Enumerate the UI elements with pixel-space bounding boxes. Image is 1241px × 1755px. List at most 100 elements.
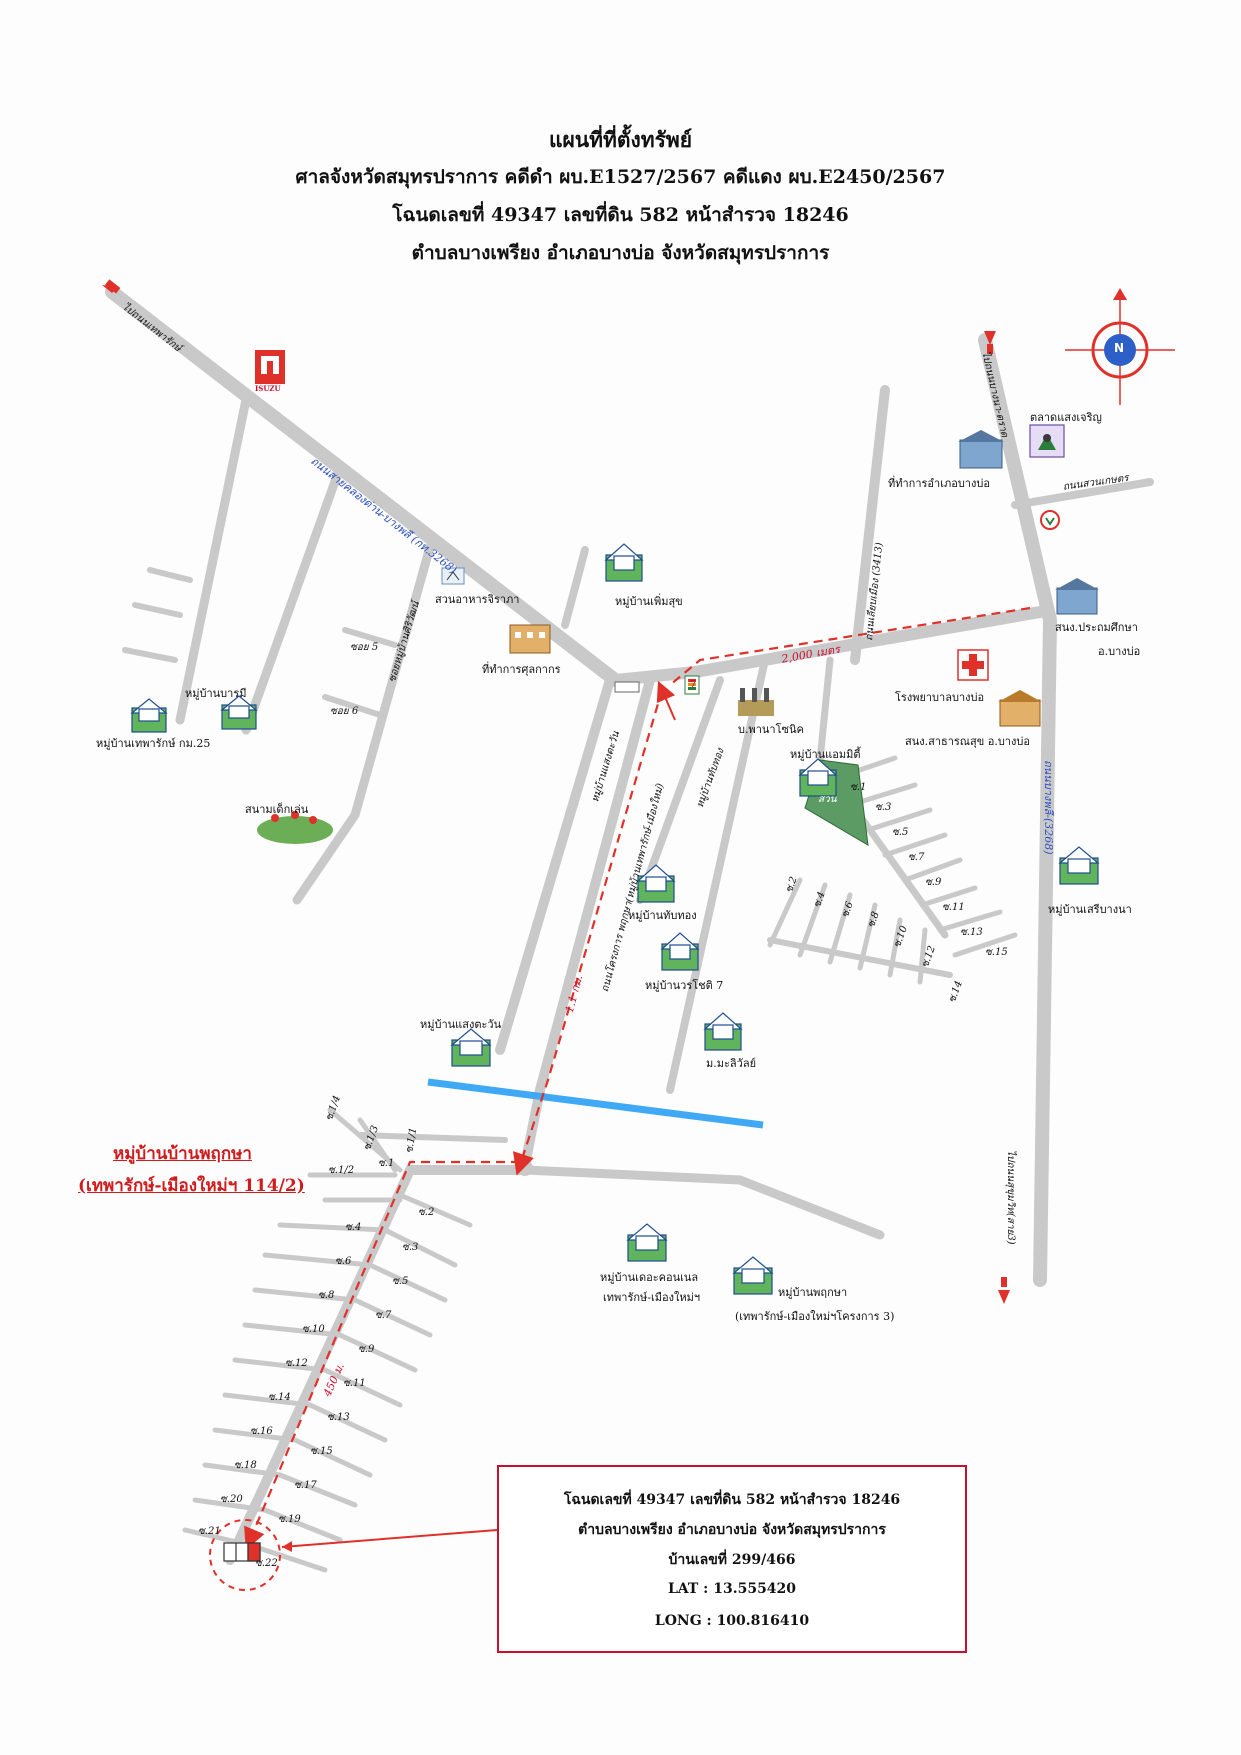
direction-arrows — [102, 279, 1010, 1304]
route — [244, 606, 1031, 1551]
label-school-office: สนง.ประถมศึกษา — [1055, 621, 1138, 634]
road-thapthong — [636, 676, 724, 904]
road-pruksa-soi — [225, 1165, 530, 1565]
amity-soi-label: ซ.3 — [875, 802, 892, 813]
soi-label: ซ.18 — [234, 1460, 257, 1471]
info-deed: โฉนดเลขที่ 49347 เลขที่ดิน 582 หน้าสำรวจ… — [563, 1492, 901, 1508]
target-house-icon — [223, 1542, 261, 1562]
amity-soi-label: ซ.7 — [908, 852, 925, 863]
location-line: ตำบลบางเพรียง อำเภอบางบ่อ จังหวัดสมุทรปร… — [411, 242, 830, 264]
village-icon-saengtawan — [450, 1028, 492, 1067]
label-district-office: ที่ทำการอำเภอบางบ่อ — [888, 477, 990, 490]
amity-soi-label: ซ.13 — [960, 927, 983, 938]
arrow-down-icon — [998, 1290, 1010, 1304]
label-ring-road: ถนนบางพลี-(3268) — [1042, 760, 1055, 855]
road-branch-3 — [292, 542, 435, 905]
soi-label: ซ.22 — [255, 1558, 278, 1569]
amity-soi-label: ซ.1 — [850, 782, 867, 793]
roads — [105, 285, 1154, 1565]
road-amity-trunk — [666, 656, 769, 1094]
soi-label: ซ.21 — [198, 1526, 221, 1537]
soi-label: ซ.1/2 — [328, 1165, 355, 1176]
road-pruksa-main — [520, 675, 655, 1170]
court-case-line: ศาลจังหวัดสมุทรปราการ คดีดำ ผบ.E1527/256… — [295, 166, 946, 188]
info-house-no: บ้านเลขที่ 299/466 — [668, 1552, 796, 1568]
road-khlong-dan — [105, 285, 622, 687]
soi-label: ซ.9 — [358, 1344, 375, 1355]
road-sangtawan — [495, 675, 615, 1055]
road-phoemsuk — [561, 546, 589, 629]
label-panasonic: บ.พานาโซนิค — [738, 723, 804, 736]
road-branch-1 — [175, 395, 251, 725]
soi-label: ซ.4 — [345, 1222, 362, 1233]
arrow-up-right-icon — [984, 331, 996, 345]
soi-label: ซ.15 — [310, 1446, 333, 1457]
target-circle — [209, 1519, 281, 1591]
village-icon-thepharak — [130, 698, 168, 733]
village-icon-seri — [1058, 846, 1100, 885]
label-playground: สนามเด็กเล่น — [245, 803, 309, 816]
label-baramee: หมู่บ้านบารมี — [185, 687, 247, 700]
property-info-box: โฉนดเลขที่ 49347 เลขที่ดิน 582 หน้าสำรวจ… — [497, 1465, 967, 1653]
label-worachai: หมู่บ้านวรโชติ 7 — [645, 979, 724, 992]
amity-soi-label: ซ.15 — [985, 947, 1008, 958]
village-icon-connel — [626, 1223, 668, 1262]
soi-label: ซ.17 — [294, 1480, 317, 1491]
label-isuzu: ISUZU — [255, 384, 281, 393]
label-hospital: โรงพยาบาลบางบ่อ — [895, 691, 985, 704]
restaurant-icon — [441, 567, 465, 585]
customs-building-icon — [509, 624, 551, 654]
compass-north-label: N — [1114, 341, 1125, 355]
village-icon-amity — [798, 758, 838, 797]
road-amity-entry — [816, 656, 834, 764]
label-park: สวน — [818, 794, 837, 805]
factory-icon — [738, 688, 774, 716]
amity-soi-label: ซ.5 — [892, 827, 909, 838]
road-soi6 — [322, 694, 383, 718]
label-malin: ม.มะลิวัลย์ — [706, 1057, 757, 1070]
deed-line: โฉนดเลขที่ 49347 เลขที่ดิน 582 หน้าสำรวจ… — [392, 204, 849, 226]
road-soi5 — [342, 627, 398, 648]
road-suan-kaset — [1011, 478, 1154, 509]
target-village-name: หมู่บ้านบ้านพฤกษา — [113, 1144, 252, 1164]
village-icon-malin — [703, 1012, 743, 1051]
road-south-east — [520, 1165, 885, 1240]
soi-label: ซ.19 — [278, 1514, 301, 1525]
road-stub-2 — [132, 602, 183, 618]
route-start-arrow — [656, 680, 676, 721]
label-pruksa-2: (เทพารักษ์-เมืองใหม่ฯโครงการ 3) — [735, 1310, 895, 1323]
soi-label: ซ.16 — [250, 1426, 273, 1437]
soi-label: ซ.12 — [285, 1358, 308, 1369]
seven-eleven-icon — [684, 675, 700, 695]
label-pruksa: หมู่บ้านพฤกษา — [778, 1286, 848, 1299]
village-icon-worachai — [660, 932, 700, 971]
label-health-office: สนง.สาธารณสุข อ.บางบ่อ — [905, 735, 1030, 748]
label-connel-2: เทพารักษ์-เมืองใหม่ฯ — [603, 1291, 701, 1304]
soi-label: ซ.14 — [268, 1392, 291, 1403]
soi-label: ซ.1 — [378, 1158, 395, 1169]
market-icon — [1029, 424, 1065, 458]
district-office-icon — [958, 430, 1004, 469]
road-stub-1 — [147, 567, 193, 583]
soi-label: ซ.11 — [343, 1378, 366, 1389]
hospital-icon — [957, 649, 989, 681]
compass-icon — [1065, 288, 1175, 405]
label-thepharak-village: หมู่บ้านเทพารักษ์ กม.25 — [96, 737, 211, 750]
target-village-sub: (เทพารักษ์-เมืองใหม่ฯ 114/2) — [78, 1176, 305, 1196]
road-sukhumvit — [978, 333, 1058, 1287]
label-restaurant: สวนอาหารจิราภา — [435, 593, 520, 606]
building-icons — [509, 430, 1099, 727]
amity-soi-label: ซ.9 — [925, 877, 942, 888]
playground-icon — [257, 811, 333, 844]
label-soi6: ซอย 6 — [330, 706, 359, 717]
road-3413 — [850, 385, 890, 665]
soi-label: ซ.20 — [220, 1494, 243, 1505]
soi-label: ซ.8 — [318, 1290, 335, 1301]
soi-label: ซ.5 — [392, 1276, 409, 1287]
info-connector — [281, 1529, 498, 1548]
road-branch-2 — [241, 468, 343, 735]
shop-icon — [614, 681, 640, 693]
gas-station-icon — [1040, 510, 1060, 530]
